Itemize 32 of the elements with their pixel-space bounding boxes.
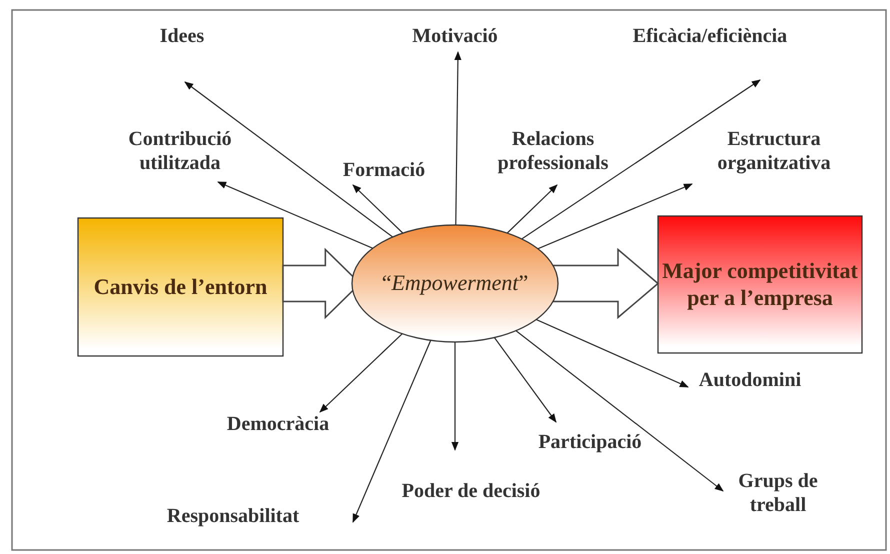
arrow (184, 81, 393, 238)
arrow (536, 319, 689, 388)
node-label: Contribució utilitzada (127, 127, 233, 175)
node-label: Formació (342, 158, 426, 182)
arrow (454, 51, 462, 225)
node-label: Major competitivitat per a l’empresa (661, 258, 859, 311)
arrow (352, 184, 404, 234)
arrow (521, 80, 761, 240)
arrow (217, 182, 373, 249)
node-label: “Empowerment” (382, 270, 528, 297)
node-label: Autodomini (698, 368, 802, 392)
arrow (319, 333, 403, 413)
central-ellipse (351, 224, 559, 343)
arrow (352, 340, 432, 523)
node-label: Estructura organitzativa (716, 127, 832, 175)
process-box (657, 215, 863, 354)
node-label: Participació (538, 430, 642, 454)
node-label: Grups de treball (737, 469, 819, 517)
arrow (506, 184, 558, 234)
node-label: Motivació (412, 24, 498, 48)
node-label: Relacions professionals (496, 127, 610, 175)
node-label: Responsabilitat (166, 504, 300, 528)
node-label: Idees (160, 24, 204, 48)
node-label: Democràcia (226, 412, 330, 436)
arrow (451, 342, 459, 451)
node-label: Eficàcia/eficiència (632, 24, 788, 48)
arrow (538, 184, 693, 250)
node-label: Canvis de l’entorn (94, 274, 268, 300)
arrow (494, 337, 557, 423)
process-box (77, 217, 284, 357)
arrow (516, 330, 724, 492)
node-label: Poder de decisió (402, 479, 540, 503)
